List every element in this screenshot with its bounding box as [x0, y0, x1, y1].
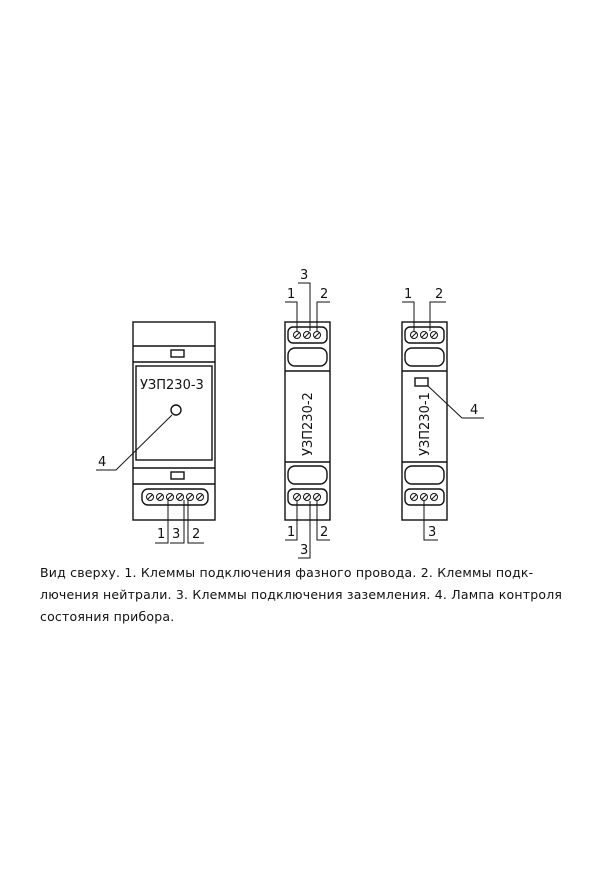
uzp1-lamp-icon [414, 377, 429, 387]
uzp1-top-terminal-block [404, 326, 445, 344]
uzp3-body [132, 321, 216, 521]
uzp1-label-3: 3 [428, 525, 436, 540]
uzp3-model-label: УЗП230-3 [140, 378, 204, 393]
uzp3-leader-2 [187, 500, 204, 544]
uzp1-label-4: 4 [470, 403, 478, 418]
device-uzp230-1: УЗП230-1 1 2 4 3 [401, 287, 484, 541]
uzp2-top-label-3: 3 [300, 268, 308, 283]
device-uzp230-2: УЗП230-2 1 3 2 1 2 3 [284, 268, 331, 559]
uzp2-bottom-screws [293, 493, 321, 501]
uzp2-bottom-leader-1 [285, 501, 298, 541]
uzp1-top-latch [404, 347, 445, 367]
uzp1-top-leader-2 [429, 301, 446, 331]
uzp3-leader-1 [155, 500, 169, 544]
uzp2-top-label-2: 2 [320, 287, 328, 302]
uzp2-bottom-label-1: 1 [287, 525, 295, 540]
uzp1-bottom-screws [410, 493, 438, 501]
uzp1-top-leader-1 [402, 301, 415, 331]
uzp2-model-label: УЗП230-2 [301, 392, 316, 456]
uzp2-bottom-label-3: 3 [300, 543, 308, 558]
uzp1-bottom-latch [404, 465, 445, 485]
uzp2-top-leader-1 [285, 301, 298, 331]
uzp3-top-slot [170, 349, 185, 358]
uzp2-top-leader-2 [316, 301, 330, 331]
uzp2-top-terminal-block [287, 326, 328, 344]
uzp3-leader-4 [96, 414, 173, 471]
uzp3-label-4: 4 [98, 455, 106, 470]
uzp2-top-leader-3 [298, 282, 311, 331]
uzp2-bottom-label-2: 2 [320, 525, 328, 540]
caption-line-2: лючения нейтрали. 3. Клеммы подключения … [40, 587, 563, 602]
uzp2-bottom-leader-3 [298, 501, 311, 559]
uzp3-label-2: 2 [192, 527, 200, 542]
caption-line-1: Вид сверху. 1. Клеммы подключения фазног… [40, 565, 534, 580]
uzp3-front-panel [135, 365, 213, 461]
uzp2-top-latch [287, 347, 328, 367]
uzp3-bottom-slot [170, 471, 185, 480]
uzp1-leader-4 [427, 385, 484, 419]
caption-line-3: состояния прибора. [40, 609, 175, 624]
uzp2-top-label-1: 1 [287, 287, 295, 302]
uzp1-leader-3 [423, 501, 438, 541]
uzp3-terminal-block [141, 488, 209, 506]
uzp2-bottom-terminal-block [287, 488, 328, 506]
figure-caption: Вид сверху. 1. Клеммы подключения фазног… [40, 562, 570, 628]
uzp1-label-1: 1 [404, 287, 412, 302]
uzp3-lamp-icon [170, 404, 182, 416]
uzp1-top-screws [410, 331, 438, 339]
uzp2-bottom-leader-2 [316, 501, 330, 541]
uzp2-bottom-latch [287, 465, 328, 485]
uzp3-terminal-screws [146, 493, 204, 501]
uzp2-body [284, 321, 331, 521]
uzp3-label-3: 3 [172, 527, 180, 542]
uzp3-label-1: 1 [157, 527, 165, 542]
uzp2-top-screws [293, 331, 321, 339]
device-uzp230-3: УЗП230-3 1 3 2 4 [96, 321, 216, 544]
uzp1-label-2: 2 [435, 287, 443, 302]
uzp1-model-label: УЗП230-1 [418, 392, 433, 456]
uzp3-leader-3 [170, 500, 185, 544]
